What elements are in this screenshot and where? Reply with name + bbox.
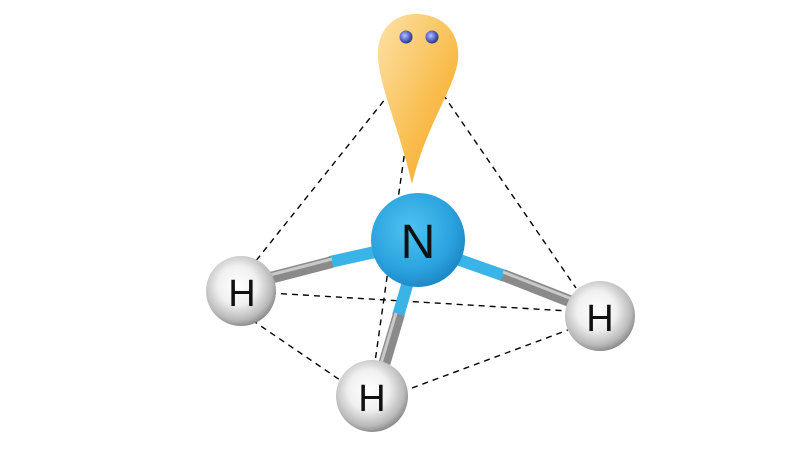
lone-pair-electron xyxy=(399,30,413,44)
hydrogen-symbol: H xyxy=(586,298,613,340)
bond-n-h-right xyxy=(452,252,575,308)
hydrogen-atom-left: H xyxy=(206,256,276,326)
hydrogen-symbol: H xyxy=(228,273,255,315)
hydrogen-atom-bottom: H xyxy=(336,360,408,432)
lone-pair xyxy=(377,14,459,184)
bond-n-h-bottom xyxy=(377,280,414,370)
guide-line xyxy=(411,329,569,389)
lone-pair-lobe xyxy=(377,14,459,184)
guide-line xyxy=(374,57,419,363)
hydrogen-symbol: H xyxy=(358,378,385,420)
nitrogen-atom: N xyxy=(371,193,465,287)
bond-n-h-left xyxy=(268,244,386,284)
guide-line xyxy=(251,319,341,381)
hydrogen-atom-right: H xyxy=(565,281,635,351)
guide-line xyxy=(269,292,569,312)
lone-pair-electron xyxy=(425,30,439,44)
nitrogen-symbol: N xyxy=(401,216,436,269)
